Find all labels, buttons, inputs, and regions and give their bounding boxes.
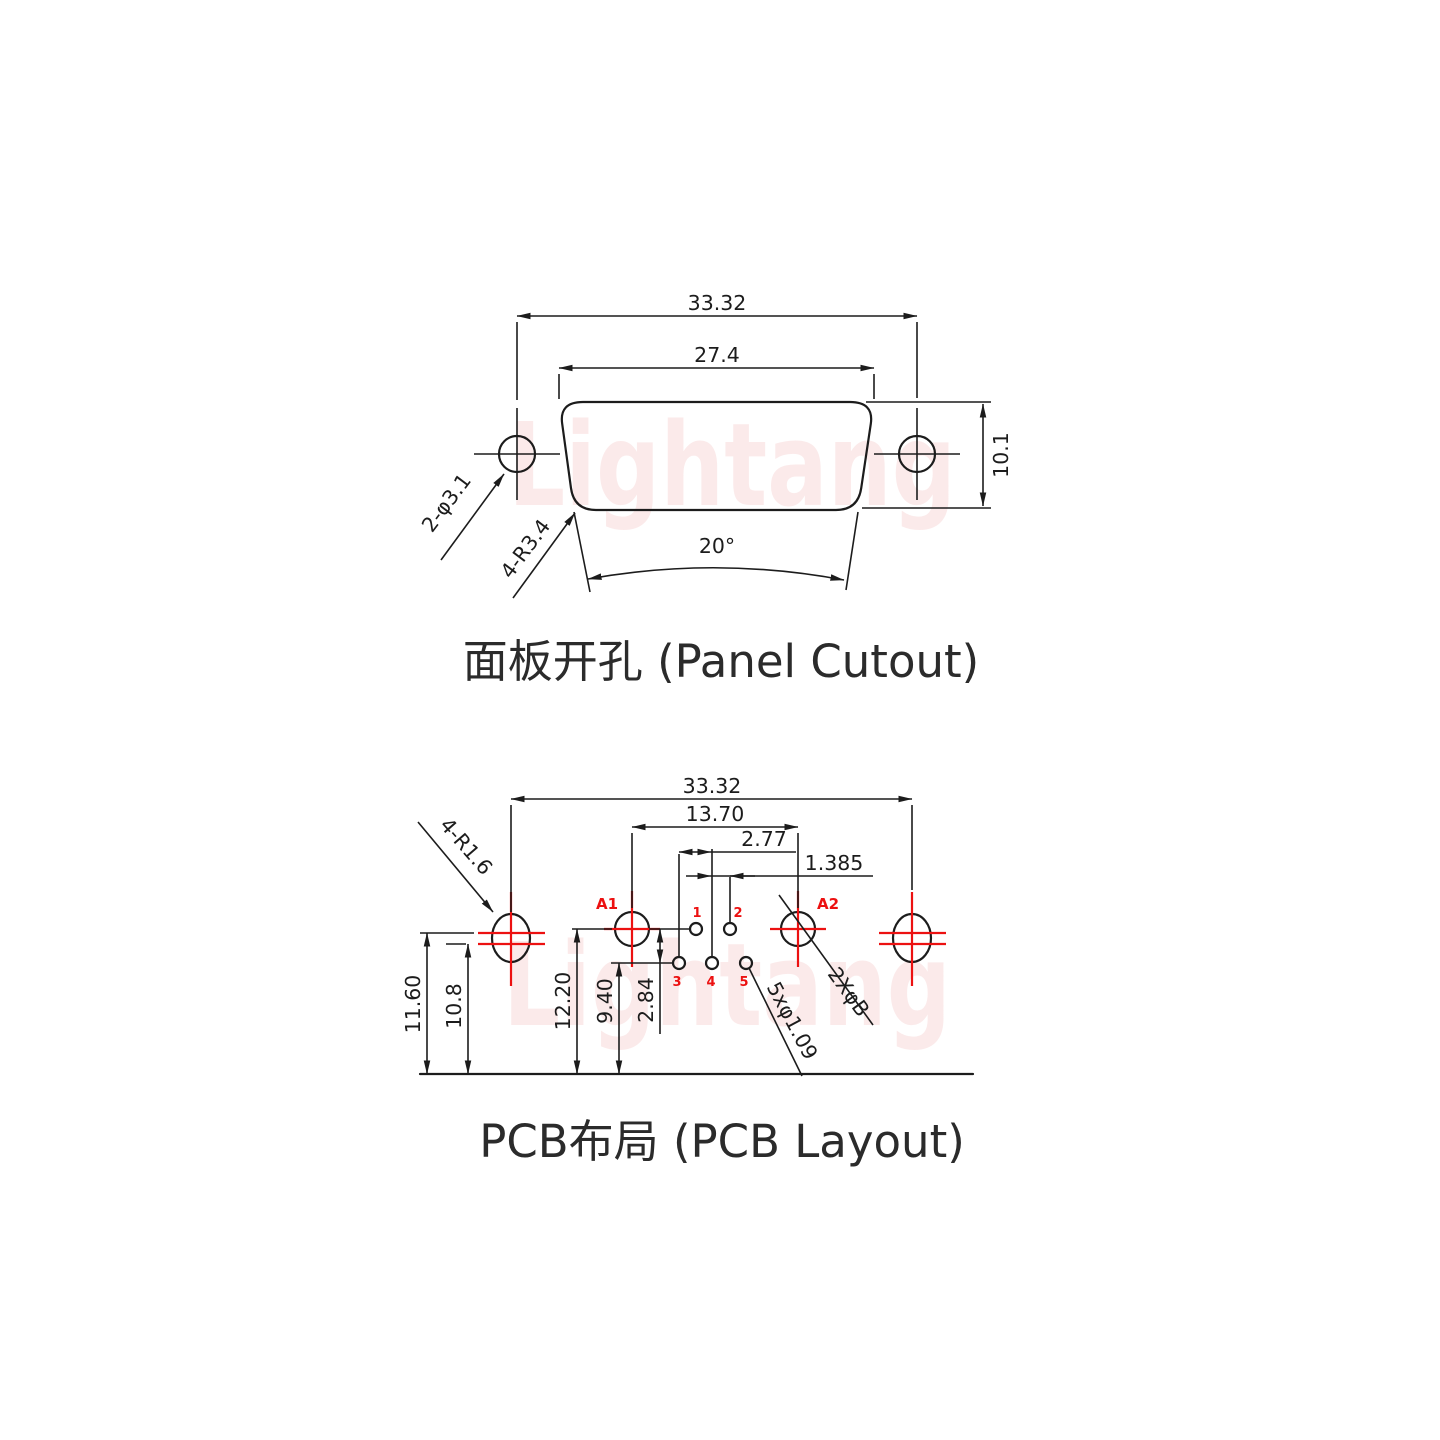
dim-mount-lower-height: 10.8 <box>442 943 472 1075</box>
dim-text-33-32: 33.32 <box>688 291 747 315</box>
dim-coax-pitch: 13.70 <box>631 802 799 908</box>
pin-label-5: 5 <box>739 975 748 990</box>
dim-mount-upper-height: 11.60 <box>401 932 474 1075</box>
dim-coax-row-height: 12.20 <box>551 928 612 1075</box>
dim-text-pcb-33-32: 33.32 <box>683 774 742 798</box>
dim-text-10-8: 10.8 <box>442 983 466 1029</box>
pcb-pin-3 <box>671 955 687 971</box>
dim-text-9-40: 9.40 <box>593 978 617 1024</box>
dim-pcb-outer-width: 33.32 <box>510 774 913 912</box>
dim-panel-outer-width: 33.32 <box>516 291 918 400</box>
dim-text-2-84: 2.84 <box>634 977 658 1023</box>
pcb-mount-slot-right <box>879 892 946 986</box>
dim-text-2-77: 2.77 <box>741 827 787 851</box>
pcb-pin-2 <box>722 921 738 937</box>
dsub-cutout-outline <box>560 400 873 512</box>
dim-signal-row-height: 9.40 <box>593 962 672 1075</box>
dim-text-13-70: 13.70 <box>686 802 745 826</box>
pin-label-4: 4 <box>706 975 715 990</box>
leader-text-4-r1-6: 4-R1.6 <box>435 813 497 880</box>
panel-cutout-title: 面板开孔 (Panel Cutout) <box>463 635 979 688</box>
leader-mount-radius: 4-R1.6 <box>417 813 497 913</box>
dim-panel-cutout-width: 27.4 <box>558 343 875 399</box>
dim-text-12-20: 12.20 <box>551 972 575 1031</box>
dim-pin-pitch: 2.77 <box>678 827 796 856</box>
pcb-layout-title: PCB布局 (PCB Layout) <box>479 1115 965 1168</box>
dim-text-11-60: 11.60 <box>401 975 425 1034</box>
pin-label-1: 1 <box>692 906 701 921</box>
dim-row-offset: 1.385 <box>686 851 873 880</box>
dim-row-gap: 2.84 <box>634 928 664 1034</box>
dim-text-1-385: 1.385 <box>805 851 864 875</box>
pcb-pin-5 <box>738 955 754 971</box>
pad-label-a1: A1 <box>596 895 618 913</box>
pad-label-a2: A2 <box>817 895 839 913</box>
dim-text-27-4: 27.4 <box>694 343 740 367</box>
dim-panel-angle: 20° <box>573 511 859 593</box>
leader-text-2-phi3-1: 2-φ3.1 <box>417 469 476 537</box>
dim-panel-cutout-height: 10.1 <box>862 401 1013 509</box>
dim-text-20deg: 20° <box>699 534 735 558</box>
leader-mount-hole-size: 2-φ3.1 <box>417 469 505 561</box>
pin-label-3: 3 <box>672 975 681 990</box>
pcb-pin-4 <box>704 955 720 971</box>
pin-label-2: 2 <box>733 906 742 921</box>
dim-text-10-1: 10.1 <box>989 432 1013 478</box>
watermark-top: Lightang <box>508 399 956 533</box>
